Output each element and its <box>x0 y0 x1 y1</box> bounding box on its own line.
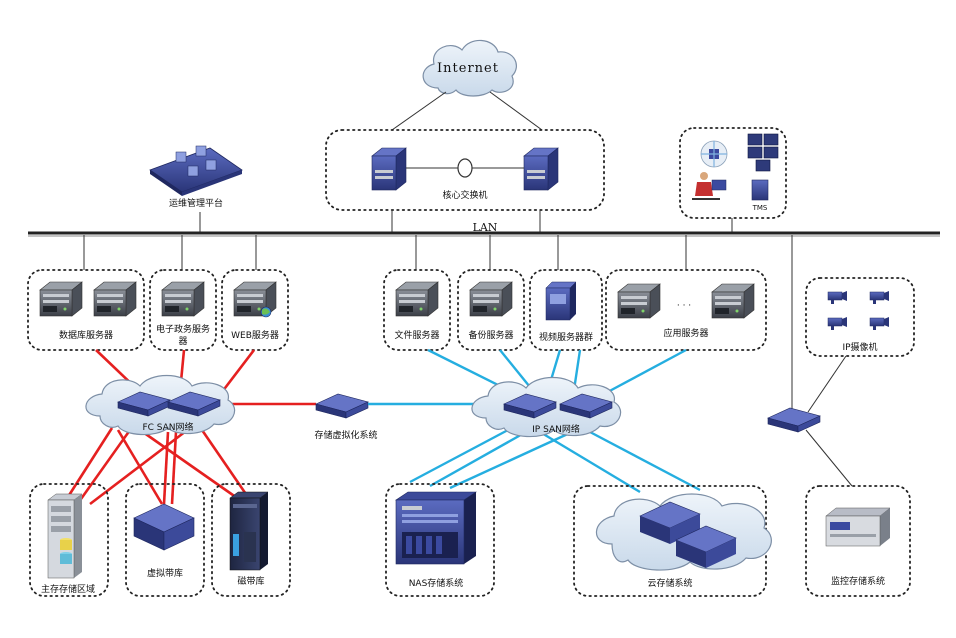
ip-link-nas-3 <box>449 430 573 490</box>
nas-storage-group <box>385 483 495 597</box>
monitor-storage-label: 监控存储系统 <box>831 575 885 587</box>
tms-label: TMS <box>752 204 768 212</box>
server-icon <box>395 281 439 317</box>
camera-switch-icon <box>767 407 821 433</box>
file-server-group <box>383 269 451 351</box>
internet-link-left <box>391 91 447 131</box>
egov-server-label-1: 电子政务服务 <box>156 323 210 335</box>
fc-link-vtape-1 <box>116 429 164 505</box>
storage-array-icon <box>47 493 83 579</box>
fc-link-primary-2 <box>74 429 132 507</box>
monitor-storage-icon <box>825 507 891 547</box>
globe-land <box>262 308 270 315</box>
nas-storage-icon <box>395 491 477 565</box>
ip-link-app <box>603 348 687 396</box>
core-switch-label: 核心交换机 <box>442 189 487 201</box>
tape-library-label: 磁带库 <box>237 575 264 587</box>
server-icon <box>469 281 513 317</box>
server-icon <box>161 281 205 317</box>
tape-library-icon <box>229 491 269 571</box>
egov-server-label-2: 器 <box>178 336 187 347</box>
web-server-label: WEB服务器 <box>231 329 279 341</box>
fc-link-tape-2 <box>200 429 252 501</box>
fc-san-label: FC SAN网络 <box>142 421 193 433</box>
internet-label: Internet <box>437 61 499 76</box>
ip-link-nas-2 <box>429 430 527 488</box>
fc-link-web <box>220 349 256 393</box>
camera-icon <box>827 316 848 331</box>
video-server-icon <box>545 281 577 321</box>
cloud-storage-icon <box>595 493 772 571</box>
camera-switch-to-monitor-storage <box>805 429 853 487</box>
monitor-wall-icon <box>747 133 779 172</box>
camera-icon <box>869 316 890 331</box>
ip-link-cloud-1 <box>539 430 641 494</box>
tms-hub-icon <box>700 140 728 168</box>
web-server-group <box>221 269 289 351</box>
server-icon <box>39 281 83 317</box>
video-server-label: 视频服务器群 <box>539 331 593 343</box>
tape-library-group <box>211 483 291 597</box>
server-icon <box>617 283 661 319</box>
core-link-ring <box>457 158 473 178</box>
egov-server-group <box>149 269 217 351</box>
operator-icon <box>692 172 727 200</box>
core-switch-left <box>371 147 407 191</box>
ip-link-cloud-2 <box>589 430 701 492</box>
cloud-storage-label: 云存储系统 <box>647 577 692 589</box>
app-server-label: 应用服务器 <box>663 327 708 339</box>
storage-virt-label: 存储虚拟化系统 <box>314 429 377 441</box>
file-server-label: 文件服务器 <box>394 329 439 341</box>
server-icon <box>93 281 137 317</box>
fc-link-vtape-3 <box>170 431 178 505</box>
db-server-label: 数据库服务器 <box>59 329 113 341</box>
backup-server-label: 备份服务器 <box>468 329 513 341</box>
monitor-storage-group <box>805 485 911 597</box>
ip-camera-label: IP摄像机 <box>842 341 877 353</box>
cloud-icon <box>422 39 517 97</box>
ip-san-cloud: IP SAN网络 <box>471 377 622 438</box>
ip-link-video-2 <box>572 349 582 391</box>
ip-link-nas-1 <box>409 428 509 484</box>
db-server-group <box>27 269 145 351</box>
fc-links <box>64 349 316 507</box>
ip-camera-group <box>805 277 915 357</box>
camera-icon <box>827 290 848 305</box>
internet-link-right <box>489 91 543 131</box>
nas-storage-label: NAS存储系统 <box>409 577 464 589</box>
core-switch-group <box>325 129 605 211</box>
camera-switch-to-cameras <box>807 355 847 413</box>
ops-platform-label: 运维管理平台 <box>169 197 223 209</box>
virtual-tape-group <box>125 483 205 597</box>
ip-san-label: IP SAN网络 <box>532 423 580 435</box>
virtual-tape-icon <box>133 503 195 551</box>
storage-virt-icon <box>315 393 369 419</box>
internet-cloud: Internet <box>422 39 517 97</box>
ops-platform <box>149 145 243 196</box>
app-server-dots: · · · <box>677 301 691 311</box>
fc-san-cloud: FC SAN网络 <box>85 375 236 436</box>
lan-label: LAN <box>473 221 498 234</box>
virtual-tape-label: 虚拟带库 <box>147 567 183 579</box>
fc-link-tape-1 <box>139 428 241 502</box>
fc-link-vtape-2 <box>162 431 170 505</box>
primary-storage-label: 主存存储区域 <box>41 583 95 595</box>
primary-storage-group <box>29 483 109 597</box>
tms-group <box>679 127 787 219</box>
fc-link-primary-1 <box>64 427 114 501</box>
core-switch-right <box>523 147 559 191</box>
camera-icon <box>869 290 890 305</box>
tms-server-icon <box>751 179 769 201</box>
server-icon <box>711 283 755 319</box>
backup-server-group <box>457 269 525 351</box>
video-server-group <box>529 269 603 351</box>
